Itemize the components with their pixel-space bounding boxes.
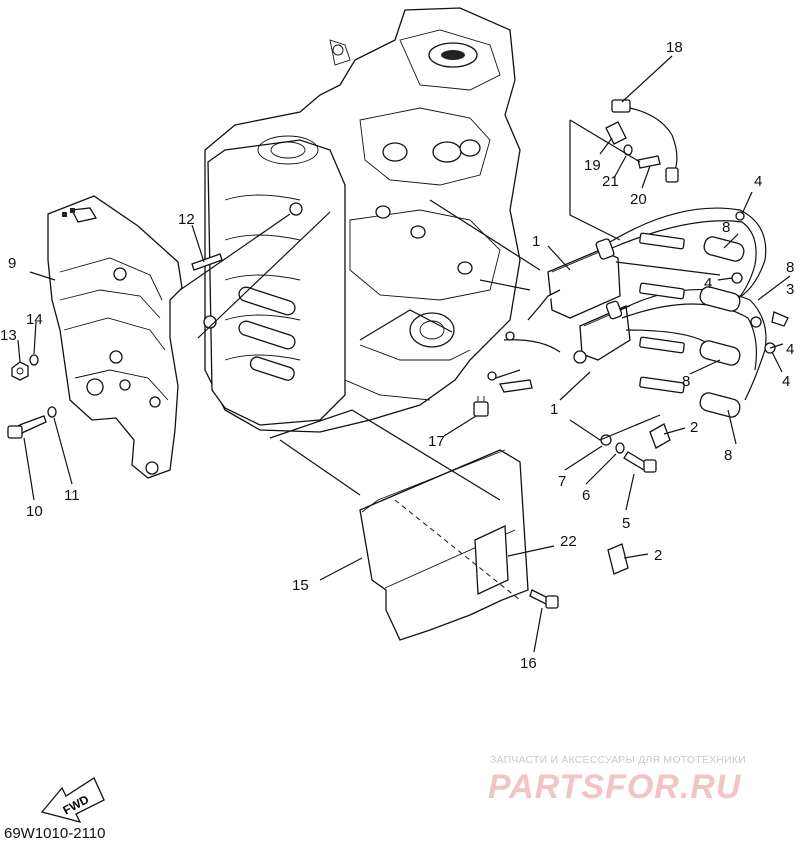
callout-1-upper: 1 [532, 233, 540, 250]
reference-lines [179, 119, 661, 601]
callout-4-mid-right: 4 [786, 341, 794, 358]
stud-part-12 [191, 253, 223, 271]
callout-11: 11 [64, 487, 80, 504]
nut-part-13 [11, 361, 29, 381]
callout-3: 3 [786, 281, 794, 298]
engine-block [203, 7, 521, 433]
callout-12: 12 [178, 211, 195, 228]
coil-wiring [487, 331, 561, 393]
ignition-coil-upper [527, 238, 621, 321]
ignition-coil-lower [573, 300, 631, 364]
diagram-code: 69W1010-2110 [4, 825, 106, 842]
callout-4-top: 4 [754, 173, 762, 190]
clip-part-2-b [607, 543, 629, 575]
holder-part-3 [771, 311, 789, 327]
cover-part-15 [359, 449, 529, 641]
plug-cap-8-c [699, 340, 741, 366]
bolt-part-16 [529, 589, 559, 609]
washer-part-14 [29, 354, 39, 366]
bracket-part-9 [47, 195, 183, 479]
callout-labels: 1 1 2 2 3 4 4 4 4 5 6 7 8 8 8 8 9 10 11 … [0, 39, 794, 672]
plug-cap-8-b [699, 286, 741, 312]
callout-20: 20 [630, 191, 647, 208]
callout-leaders [17, 55, 791, 653]
bolt-head-part-5 [643, 459, 657, 473]
callout-13: 13 [0, 327, 17, 344]
callout-10: 10 [26, 503, 43, 520]
bolt-part-10 [7, 415, 47, 439]
plug-cap-8-a [703, 236, 745, 262]
fwd-arrow: FWD [40, 777, 105, 823]
watermark-tagline: ЗАПЧАСТИ И АКСЕССУАРЫ ДЛЯ МОТОТЕХНИКИ [490, 754, 746, 766]
callout-2-upper: 2 [690, 419, 698, 436]
callout-18: 18 [666, 39, 683, 56]
plate-part-19 [605, 121, 627, 145]
washer-part-6 [615, 442, 625, 454]
callout-16: 16 [520, 655, 537, 672]
callout-21: 21 [602, 173, 619, 190]
callout-14: 14 [26, 311, 43, 328]
plug-cap-8-d [699, 392, 741, 418]
callout-5: 5 [622, 515, 630, 532]
callout-8-mid: 8 [682, 373, 690, 390]
watermark-logo: PARTSFOR.RU [488, 768, 742, 806]
clamp-part-4-c [750, 316, 762, 328]
callout-15: 15 [292, 577, 309, 594]
callout-6: 6 [582, 487, 590, 504]
callout-4-mid-left: 4 [704, 275, 712, 292]
callout-22: 22 [560, 533, 577, 550]
callout-8-top: 8 [722, 219, 730, 236]
callout-19: 19 [584, 157, 601, 174]
clip-part-2-a [649, 423, 671, 449]
bolt-part-20 [637, 155, 661, 169]
sensor-part-18 [611, 99, 679, 183]
callout-7: 7 [558, 473, 566, 490]
callout-17: 17 [428, 433, 445, 450]
callout-9: 9 [8, 255, 16, 272]
callout-1-lower: 1 [550, 401, 558, 418]
callout-4-bottom: 4 [782, 373, 790, 390]
sensor-part-17 [473, 396, 489, 417]
callout-2-lower: 2 [654, 547, 662, 564]
clamp-part-4-b [731, 272, 743, 284]
callout-8-right: 8 [786, 259, 794, 276]
spark-plugs [639, 232, 685, 394]
high-tension-cords [609, 207, 767, 401]
washer-part-11 [47, 406, 57, 418]
callout-8-bottom: 8 [724, 447, 732, 464]
